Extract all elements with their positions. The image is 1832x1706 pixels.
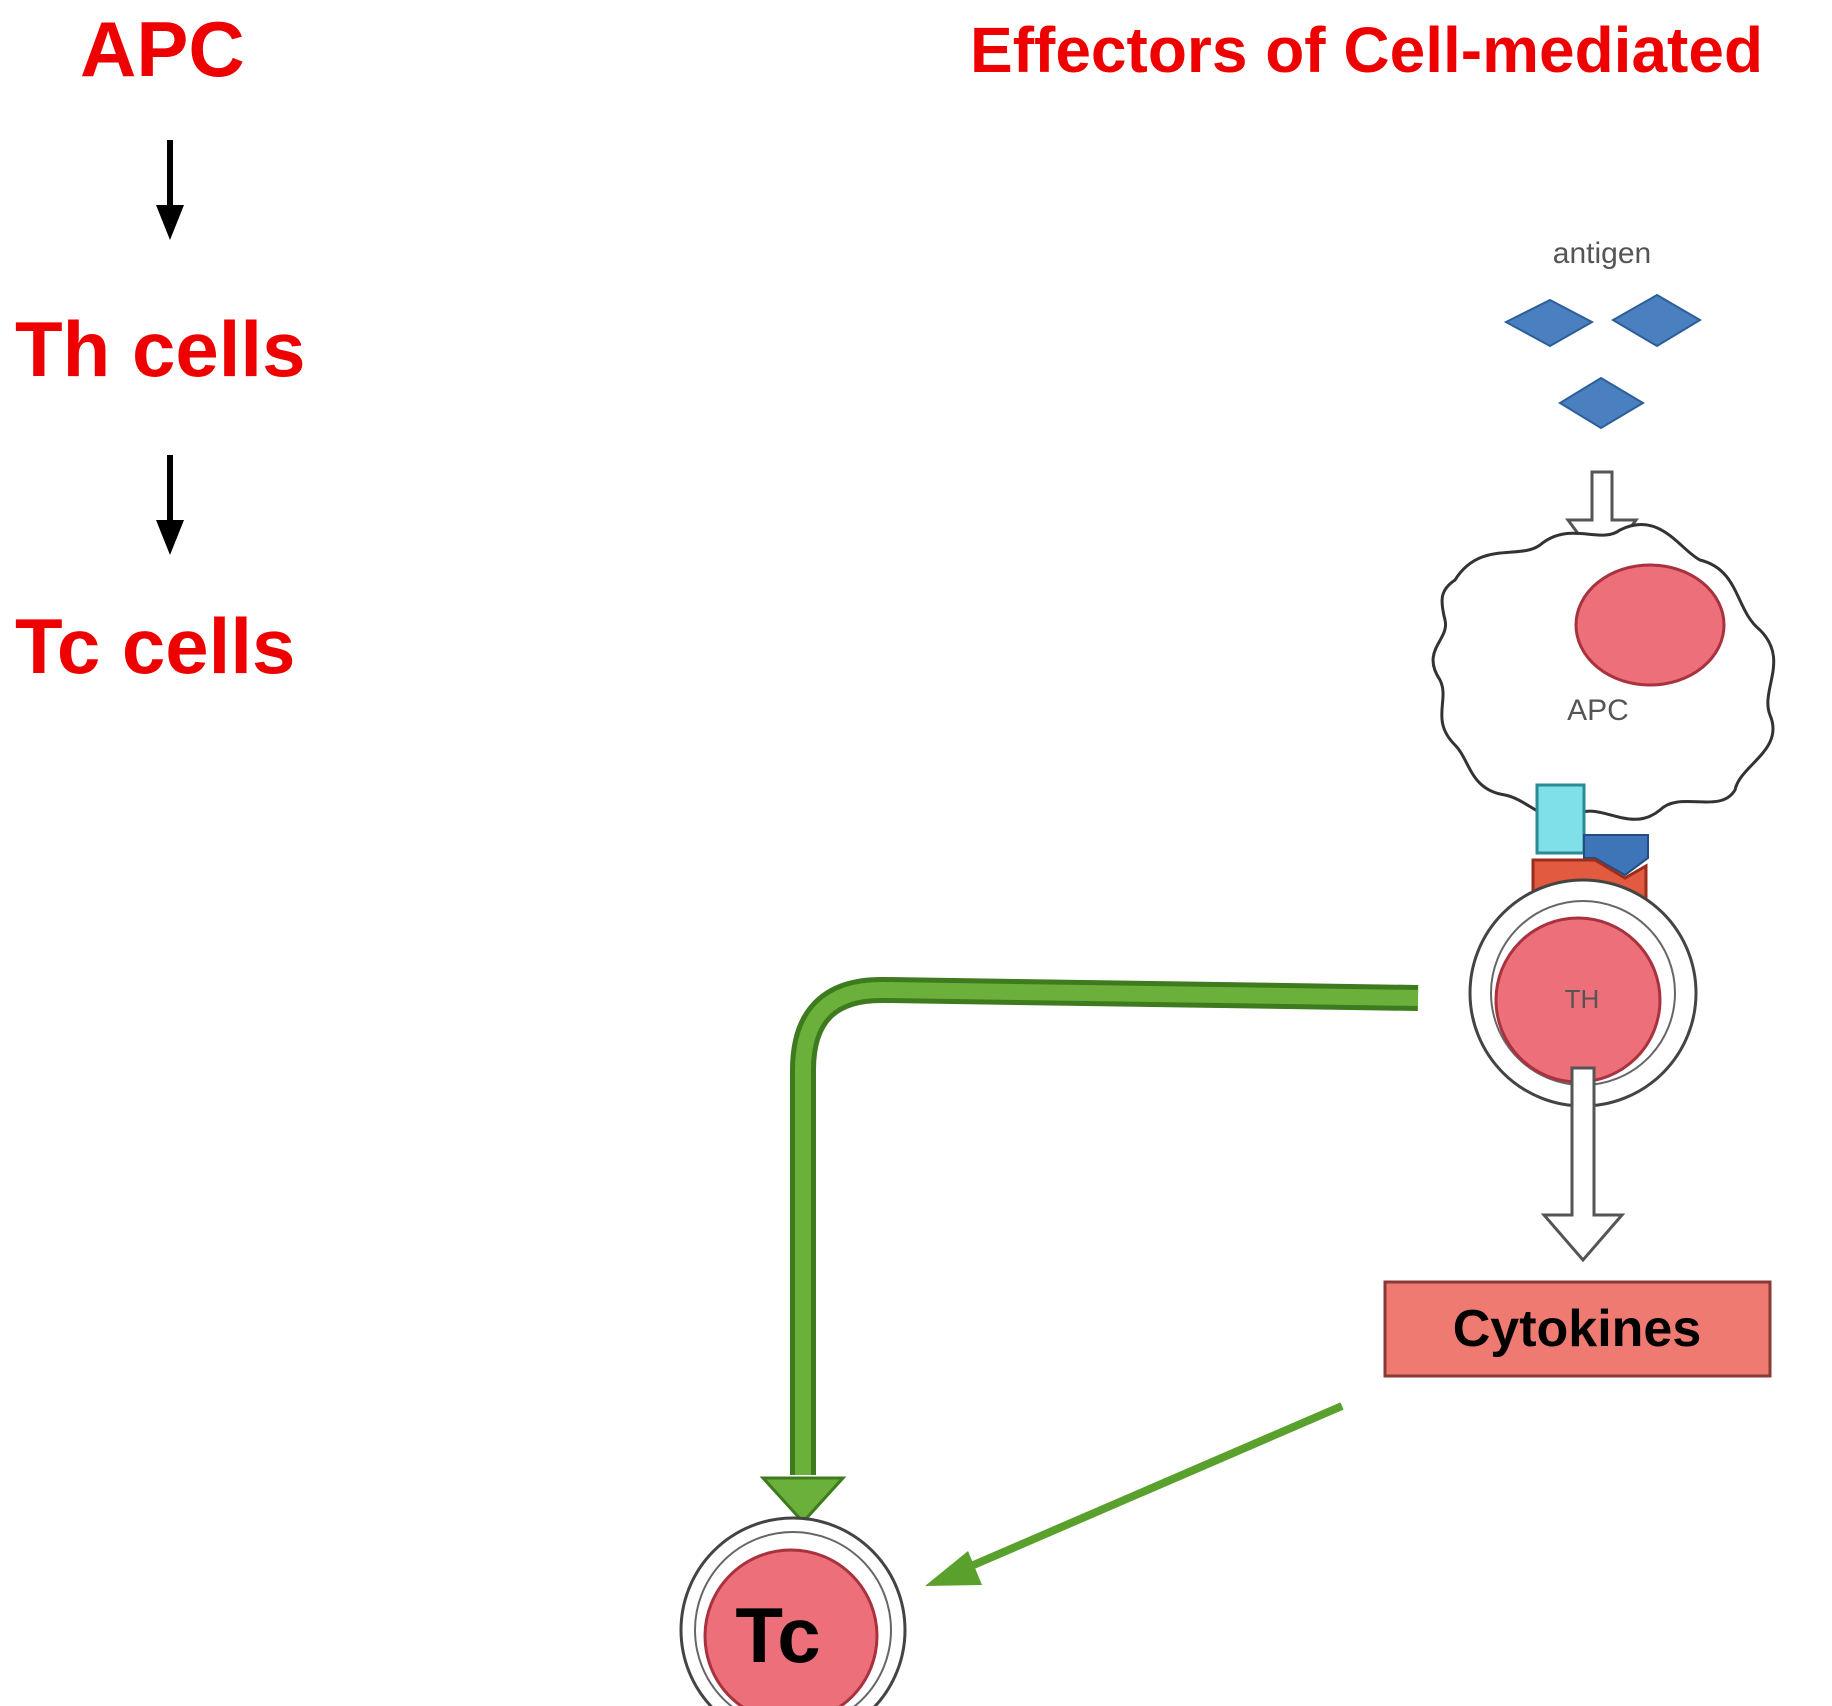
tc-cell: Tc <box>679 1516 907 1706</box>
apc-label: APC <box>1567 694 1629 727</box>
cytokines-to-tc-arrow <box>925 1402 1344 1586</box>
th-label: TH <box>1565 984 1600 1014</box>
th-cell: TH <box>1468 878 1698 1108</box>
antigen-diamond-3 <box>1558 376 1645 430</box>
th-to-tc-arrow <box>759 976 1419 1525</box>
diagram-title: Effectors of Cell-mediated <box>970 14 1764 86</box>
flow-arrow-1 <box>156 140 184 240</box>
antigen-diamond-2 <box>1611 293 1702 348</box>
presented-antigen <box>1583 834 1649 877</box>
th-to-cytokines-arrow <box>1540 1066 1626 1263</box>
antigen-label: antigen <box>1553 237 1651 270</box>
apc-cell: APC <box>1431 523 1776 821</box>
tc-label: Tc <box>735 1591 820 1679</box>
flow-arrow-2 <box>156 455 184 555</box>
flow-step-apc: APC <box>80 5 245 93</box>
tc-nucleus <box>703 1548 879 1706</box>
mhc-receptor <box>1535 783 1586 855</box>
antigen-diamond-1 <box>1503 298 1595 348</box>
antigen-diamonds <box>1503 293 1702 430</box>
flow-step-th-cells: Th cells <box>15 305 306 393</box>
cytokines-box: Cytokines <box>1383 1280 1772 1378</box>
cytokines-label: Cytokines <box>1453 1300 1702 1358</box>
flow-step-tc-cells: Tc cells <box>15 602 296 690</box>
apc-nucleus <box>1574 563 1726 687</box>
